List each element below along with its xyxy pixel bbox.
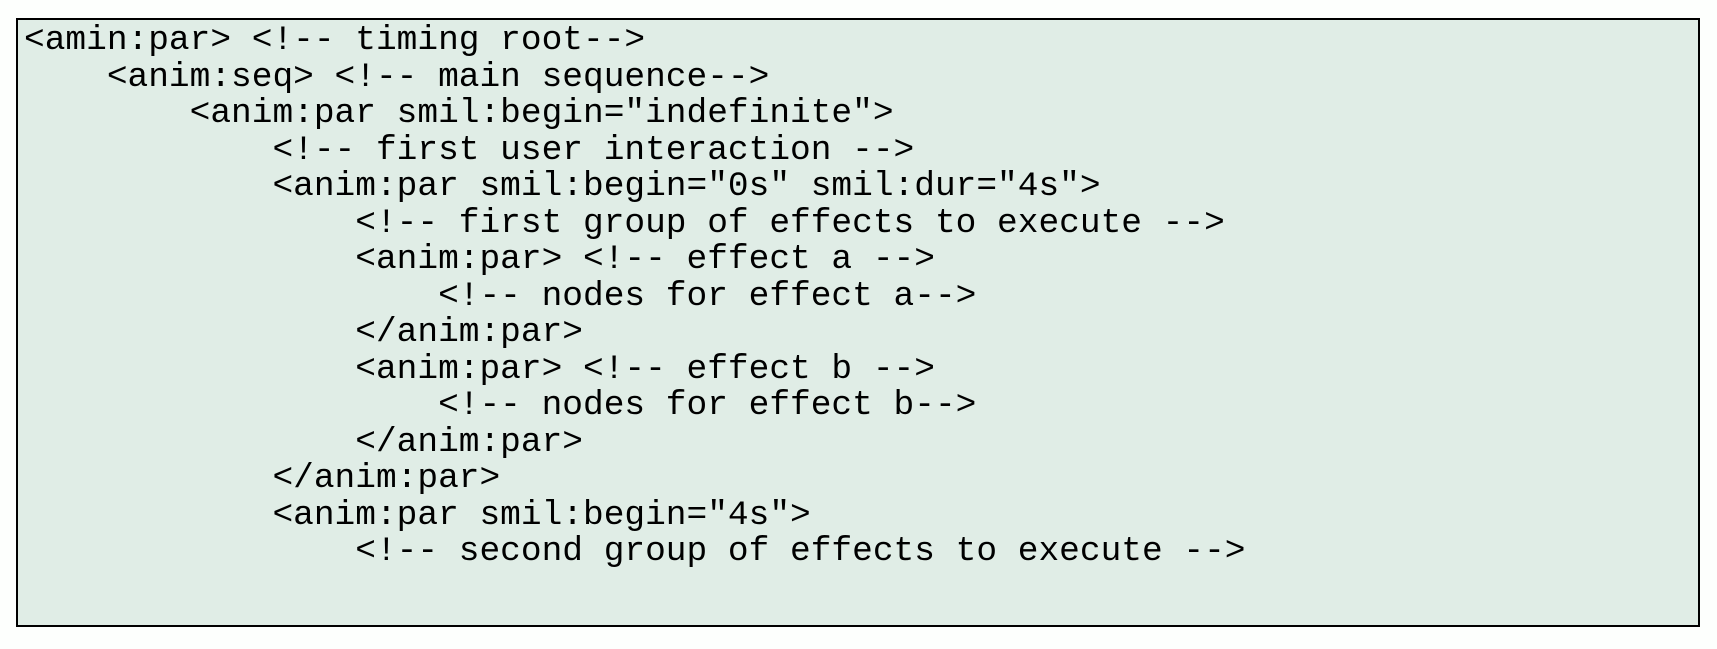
code-panel: <amin:par> <!-- timing root--> <anim:seq… — [16, 18, 1700, 627]
code-line: <anim:par> <!-- effect b --> — [24, 349, 935, 389]
code-line: </anim:par> — [24, 313, 583, 352]
code-line: <!-- second group of effects to execute … — [24, 532, 1246, 571]
code-line: <anim:par smil:begin="indefinite"> — [24, 94, 894, 133]
code-line: <!-- first user interaction --> — [24, 130, 915, 170]
code-line: <!-- nodes for effect a--> — [24, 276, 977, 316]
code-line: <anim:seq> <!-- main sequence--> — [24, 57, 770, 97]
code-line: <anim:par smil:begin="4s"> — [24, 495, 811, 535]
code-line: <!-- first group of effects to execute -… — [24, 203, 1225, 243]
code-line: </anim:par> — [24, 459, 501, 498]
code-line: </anim:par> — [24, 422, 583, 462]
code-line: <anim:par smil:begin="0s" smil:dur="4s"> — [24, 167, 1101, 206]
code-line: <amin:par> <!-- timing root--> — [24, 21, 646, 60]
code-line: <anim:par> <!-- effect a --> — [24, 240, 935, 279]
code-line: <!-- nodes for effect b--> — [24, 386, 977, 425]
